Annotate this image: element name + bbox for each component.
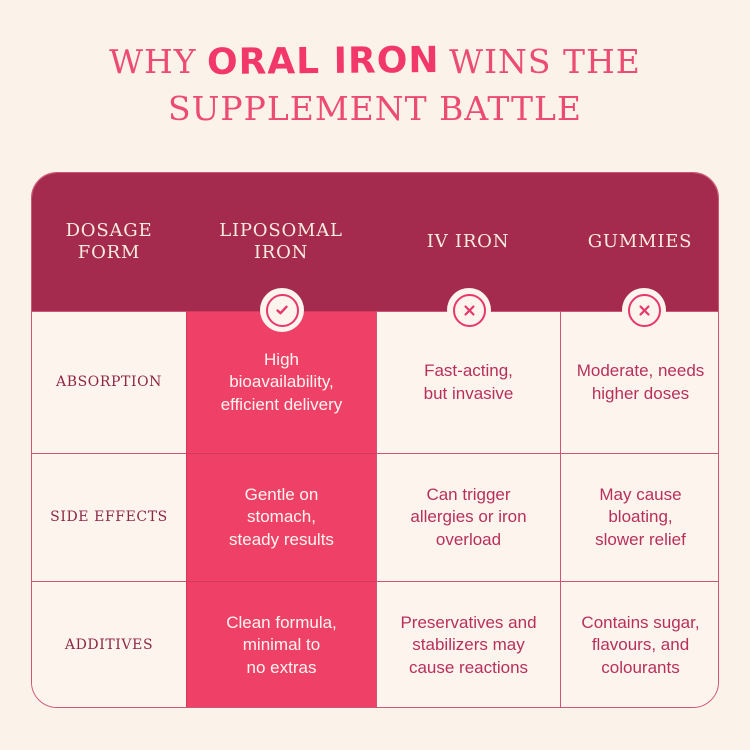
cell-side-effects-gummies: May cause bloating, slower relief	[560, 453, 718, 581]
title-pre: WHY	[109, 42, 197, 81]
row-label-absorption: ABSORPTION	[32, 311, 186, 453]
cell-absorption-iv: Fast-acting, but invasive	[376, 311, 560, 453]
verdict-badge-iv	[447, 288, 491, 332]
row-label-side-effects: SIDE EFFECTS	[32, 453, 186, 581]
title-post: WINS THE	[449, 42, 641, 81]
title-line-2: SUPPLEMENT BATTLE	[168, 89, 582, 128]
cell-side-effects-iv: Can trigger allergies or iron overload	[376, 453, 560, 581]
header-iv-iron: IV IRON	[426, 230, 510, 252]
cell-absorption-gummies: Moderate, needs higher doses	[560, 311, 718, 453]
cell-additives-liposomal: Clean formula, minimal to no extras	[186, 581, 376, 707]
cross-icon	[452, 293, 486, 327]
title-highlight: ORAL IRON	[206, 39, 440, 84]
verdict-badge-liposomal	[260, 288, 304, 332]
cell-absorption-liposomal: High bioavailability, efficient delivery	[186, 311, 376, 453]
cell-side-effects-liposomal: Gentle on stomach, steady results	[186, 453, 376, 581]
table-header-row: DOSAGE FORM LIPOSOMAL IRON IV IRON GUMMI…	[32, 173, 718, 311]
verdict-badge-gummies	[622, 288, 666, 332]
row-label-additives: ADDITIVES	[32, 581, 186, 707]
cell-additives-iv: Preservatives and stabilizers may cause …	[376, 581, 560, 707]
header-liposomal-iron: LIPOSOMAL IRON	[219, 219, 343, 264]
cross-icon	[627, 293, 661, 327]
table-body: ABSORPTION High bioavailability, efficie…	[32, 311, 718, 707]
header-dosage-form: DOSAGE FORM	[65, 219, 153, 264]
header-gummies: GUMMIES	[587, 230, 693, 252]
check-icon	[265, 293, 299, 327]
cell-additives-gummies: Contains sugar, flavours, and colourants	[560, 581, 718, 707]
comparison-table: DOSAGE FORM LIPOSOMAL IRON IV IRON GUMMI…	[31, 172, 719, 708]
